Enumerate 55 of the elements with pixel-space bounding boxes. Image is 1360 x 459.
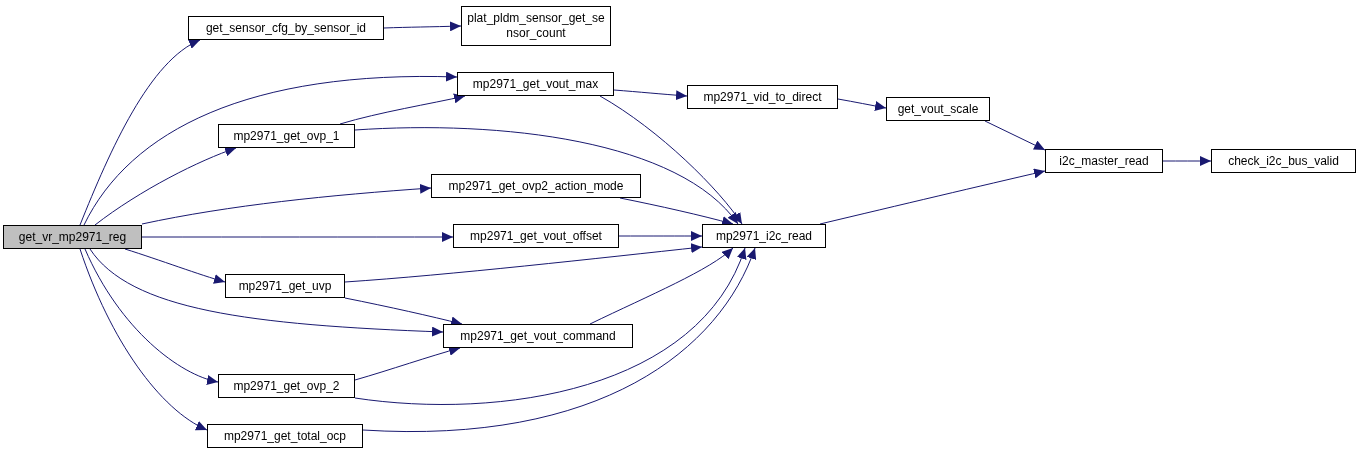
call-arrow — [1162, 156, 1212, 166]
call-arrow — [354, 127, 739, 225]
call-arrow — [837, 98, 887, 111]
function-name: mp2971_get_total_ocp — [222, 428, 348, 444]
call-arrow — [819, 168, 1046, 225]
call-arrow — [589, 247, 734, 325]
call-arrow — [141, 183, 432, 225]
function-name: get_vout_scale — [896, 101, 980, 117]
function-name: mp2971_vid_to_direct — [702, 89, 823, 105]
function-name: mp2971_get_vout_max — [471, 76, 600, 92]
function-box — [457, 72, 614, 96]
function-name: plat_pldm_sensor_get_sensor_count — [466, 11, 606, 41]
function-name: get_vr_mp2971_reg — [17, 229, 128, 245]
function-box — [1211, 149, 1356, 173]
call-arrow — [124, 248, 226, 284]
function-name: mp2971_get_ovp2_action_mode — [447, 178, 625, 194]
root-function-box — [3, 225, 142, 249]
function-name: mp2971_get_ovp_1 — [232, 128, 341, 144]
function-name: get_sensor_cfg_by_sensor_id — [204, 20, 368, 36]
function-box — [443, 324, 633, 348]
call-arrow — [599, 95, 743, 225]
function-name: mp2971_get_ovp_2 — [232, 378, 341, 394]
call-arrow — [339, 93, 466, 125]
call-arrow — [94, 146, 237, 226]
function-name: mp2971_get_uvp — [237, 278, 333, 294]
function-box — [702, 224, 826, 248]
call-arrow — [79, 248, 208, 431]
function-box — [207, 424, 363, 448]
call-arrow — [383, 21, 462, 32]
function-box — [886, 97, 990, 121]
call-arrow — [89, 248, 444, 337]
function-name: mp2971_i2c_read — [714, 228, 814, 244]
call-arrow — [354, 247, 746, 405]
function-name: check_i2c_bus_valid — [1227, 153, 1340, 169]
call-arrow — [362, 247, 756, 432]
call-arrow — [344, 243, 703, 283]
function-box — [225, 274, 345, 298]
function-box — [431, 174, 641, 198]
call-arrow — [141, 232, 454, 242]
function-name: mp2971_get_vout_offset — [469, 228, 603, 244]
function-box — [218, 374, 355, 398]
call-arrow — [83, 71, 458, 226]
call-arrow — [354, 346, 461, 381]
function-box — [188, 16, 384, 40]
function-box — [218, 124, 355, 148]
function-name: i2c_master_read — [1058, 153, 1150, 169]
function-box — [687, 85, 838, 109]
function-box — [1045, 149, 1163, 173]
call-arrow — [618, 231, 703, 241]
call-arrow — [79, 39, 201, 226]
call-arrow — [84, 248, 219, 385]
function-box — [453, 224, 619, 248]
function-name: mp2971_get_vout_command — [459, 328, 617, 344]
call-arrow — [613, 89, 688, 101]
call-arrow — [984, 120, 1046, 151]
